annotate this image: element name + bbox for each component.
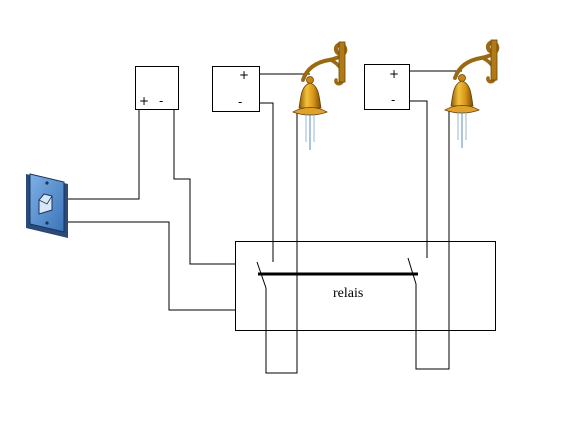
bell-icon <box>291 40 348 152</box>
supply-main-plus: + <box>139 94 149 108</box>
supply-bell-2: + - <box>364 64 410 110</box>
supply-bell-2-plus: + <box>389 67 399 81</box>
wiring <box>68 70 462 374</box>
bell-icon <box>443 38 500 150</box>
relay-label: relais <box>333 286 363 301</box>
relay-contact-2 <box>407 257 417 285</box>
relay-contact-1 <box>256 261 267 289</box>
supply-bell-1-minus: - <box>238 95 242 109</box>
supply-bell-2-minus: - <box>391 93 395 107</box>
supply-bell-1: + - <box>212 66 260 112</box>
light-switch-icon <box>26 173 68 238</box>
supply-bell-1-plus: + <box>239 68 249 82</box>
supply-main-minus: - <box>159 94 163 108</box>
supply-main: + - <box>135 66 179 110</box>
relay-box: relais <box>235 241 496 331</box>
